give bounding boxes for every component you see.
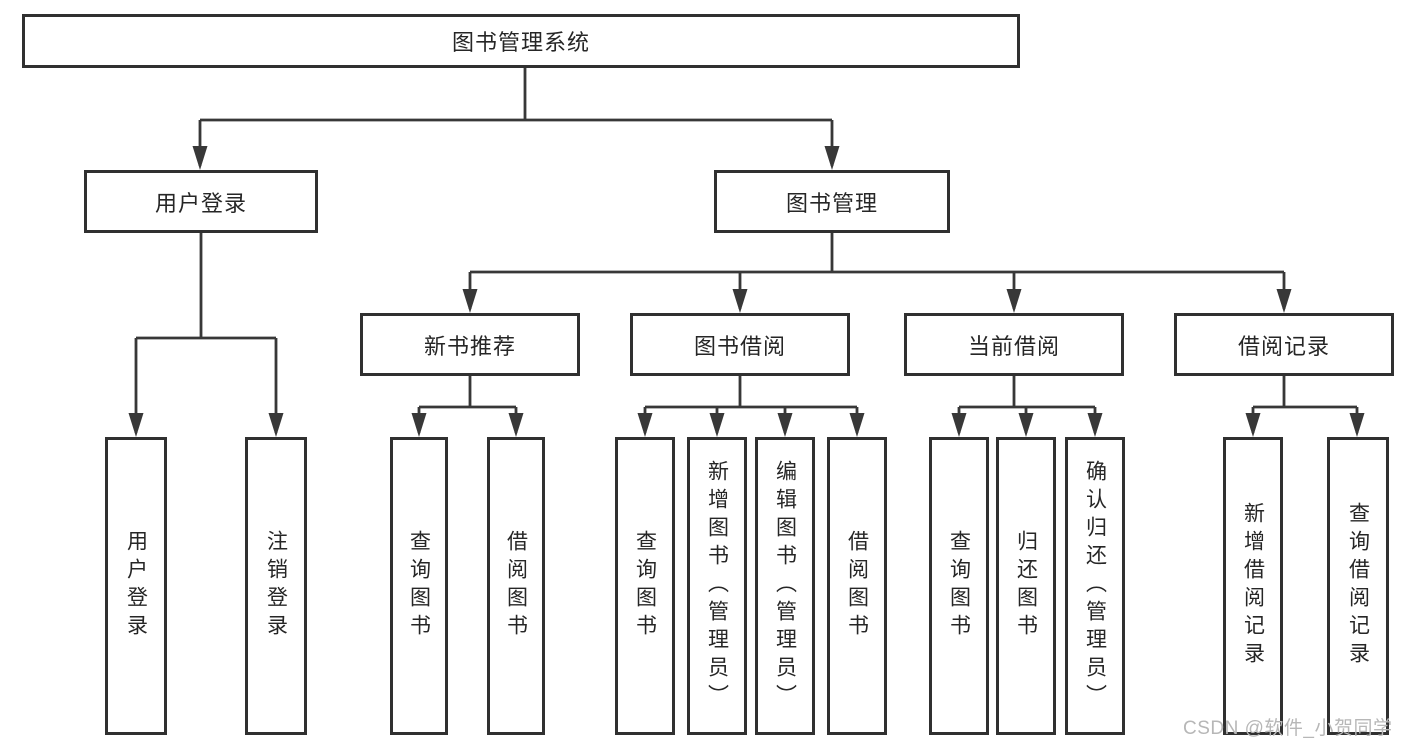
node-label: 用户登录 — [154, 190, 247, 216]
node-label: 新增借阅记录 — [1241, 502, 1265, 670]
leaf-add-book-admin: 新增图书（管理员） — [687, 437, 747, 735]
node-label: 借阅图书 — [504, 530, 528, 642]
node-borrowing-records: 借阅记录 — [1174, 313, 1394, 376]
node-label: 查询图书 — [633, 530, 657, 642]
node-label: 归还图书 — [1014, 530, 1038, 642]
node-label: 图书借阅 — [693, 333, 786, 359]
node-label: 编辑图书（管理员） — [773, 460, 797, 712]
leaf-return-book: 归还图书 — [996, 437, 1056, 735]
leaf-query-books-recommend: 查询图书 — [390, 437, 448, 735]
node-new-book-recommendation: 新书推荐 — [360, 313, 580, 376]
node-root-library-management-system: 图书管理系统 — [22, 14, 1020, 68]
node-label: 新书推荐 — [423, 333, 516, 359]
leaf-edit-book-admin: 编辑图书（管理员） — [755, 437, 815, 735]
node-label: 借阅图书 — [845, 530, 869, 642]
node-label: 图书管理 — [785, 190, 878, 216]
leaf-borrow-books-recommend: 借阅图书 — [487, 437, 545, 735]
node-book-borrowing: 图书借阅 — [630, 313, 850, 376]
node-label: 当前借阅 — [967, 333, 1060, 359]
leaf-borrow-books-borrowing: 借阅图书 — [827, 437, 887, 735]
leaf-query-borrow-record: 查询借阅记录 — [1327, 437, 1389, 735]
leaf-query-books-borrowing: 查询图书 — [615, 437, 675, 735]
leaf-user-login: 用户登录 — [105, 437, 167, 735]
node-label: 用户登录 — [124, 530, 148, 642]
node-book-management-branch: 图书管理 — [714, 170, 950, 233]
node-user-login-branch: 用户登录 — [84, 170, 318, 233]
node-label: 确认归还（管理员） — [1083, 460, 1107, 712]
leaf-add-borrow-record: 新增借阅记录 — [1223, 437, 1283, 735]
node-label: 查询图书 — [407, 530, 431, 642]
node-label: 查询借阅记录 — [1346, 502, 1370, 670]
node-label: 注销登录 — [264, 530, 288, 642]
node-label: 图书管理系统 — [451, 30, 590, 55]
node-label: 查询图书 — [947, 530, 971, 642]
node-current-borrowing: 当前借阅 — [904, 313, 1124, 376]
leaf-logout: 注销登录 — [245, 437, 307, 735]
node-label: 新增图书（管理员） — [705, 460, 729, 712]
node-label: 借阅记录 — [1237, 333, 1330, 359]
leaf-confirm-return-admin: 确认归还（管理员） — [1065, 437, 1125, 735]
leaf-query-books-current: 查询图书 — [929, 437, 989, 735]
